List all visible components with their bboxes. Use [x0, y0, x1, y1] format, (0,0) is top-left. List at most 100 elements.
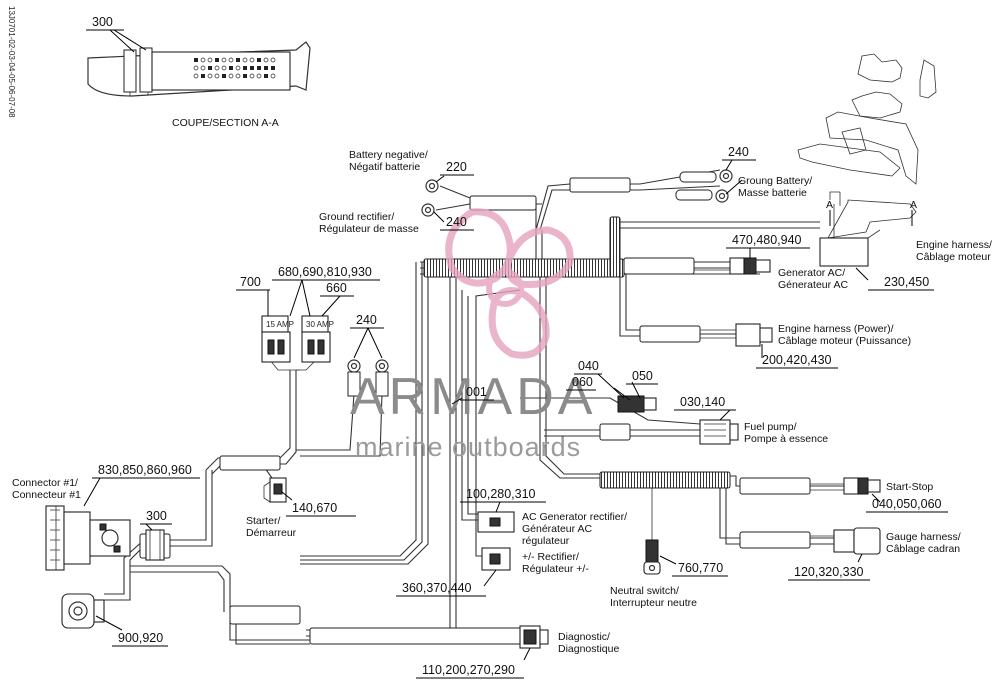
callout-030-140: 030,140 — [680, 395, 725, 409]
components: 15 AMP 30 AMP — [45, 169, 881, 649]
label-start-stop: Start-Stop — [886, 481, 933, 493]
section-marker-left: A — [826, 199, 833, 211]
connector-pin — [215, 58, 219, 62]
connector-pin — [207, 57, 213, 63]
connector-pin — [207, 73, 213, 79]
callout-001: 001 — [466, 385, 487, 399]
svg-text:+/- Rectifier/: +/- Rectifier/ — [522, 551, 579, 563]
connector-pin — [263, 57, 269, 63]
gauge-harness-connector — [810, 527, 881, 555]
svg-text:Engine harness/: Engine harness/ — [916, 239, 992, 251]
connector-pin — [250, 66, 254, 70]
callout-200-420-430: 200,420,430 — [762, 353, 832, 367]
connector-pin — [249, 73, 255, 79]
svg-text:Câblage cadran: Câblage cadran — [886, 543, 960, 555]
watermark-tagline: marine outboards — [355, 432, 581, 462]
callout-120-320-330: 120,320,330 — [794, 565, 864, 579]
connector-pin — [200, 57, 206, 63]
svg-text:Starter/: Starter/ — [246, 515, 281, 527]
label-ground-battery: Groung Battery/ Masse batterie — [738, 175, 812, 199]
svg-text:régulateur: régulateur — [522, 535, 570, 547]
callout-300-mid: 300 — [146, 509, 167, 523]
connector-pin — [264, 66, 268, 70]
callout-040: 040 — [578, 359, 599, 373]
callout-680-690-810-930: 680,690,810,930 — [278, 265, 372, 279]
callout-900-920: 900,920 — [118, 631, 163, 645]
ring-terminals-240 — [347, 359, 389, 397]
section-aa-inset: COUPE/SECTION A-A — [87, 41, 311, 129]
svg-text:Battery negative/: Battery negative/ — [349, 149, 428, 161]
connector-900-920 — [61, 593, 105, 629]
callout-240-ring: 240 — [356, 313, 377, 327]
label-connector-1: Connector #1/ Connecteur #1 — [12, 477, 81, 501]
fuel-pump-connector — [617, 395, 739, 445]
connector-pin — [243, 66, 247, 70]
callout-050: 050 — [632, 369, 653, 383]
grommet-300 — [145, 529, 165, 561]
connector-1 — [45, 505, 131, 571]
svg-text:Engine harness (Power)/: Engine harness (Power)/ — [778, 323, 894, 335]
connector-pin — [221, 65, 227, 71]
generator-ac-connector — [694, 257, 771, 275]
callout-240-ground: 240 — [446, 215, 467, 229]
neutral-switch — [643, 539, 661, 575]
connector-pin — [242, 57, 248, 63]
svg-text:AC Generator rectifier/: AC Generator rectifier/ — [522, 511, 627, 523]
callout-040-050-060: 040,050,060 — [872, 497, 942, 511]
engine-harness-power-connector — [700, 323, 773, 347]
label-rectifier: +/- Rectifier/ Régulateur +/- — [522, 551, 589, 575]
callout-360-370-440: 360,370,440 — [402, 581, 472, 595]
svg-text:Diagnostic/: Diagnostic/ — [558, 631, 610, 643]
corrugated-sleeves — [423, 216, 731, 489]
connector-pin — [214, 73, 220, 79]
label-engine-harness: Engine harness/ Câblage moteur — [916, 239, 992, 263]
section-marker-right: A — [910, 199, 917, 211]
svg-text:Start-Stop: Start-Stop — [886, 481, 933, 493]
svg-text:Câblage moteur: Câblage moteur — [916, 251, 991, 263]
ground-battery-terminal — [675, 169, 733, 203]
armada-watermark: ARMADA marine outboards — [350, 208, 596, 462]
connector-pin — [194, 58, 198, 62]
connector-pin — [200, 65, 206, 71]
svg-text:Connector #1/: Connector #1/ — [12, 477, 78, 489]
label-battery-negative: Battery negative/ Négatif batterie — [349, 149, 428, 173]
svg-text:Régulateur de masse: Régulateur de masse — [319, 223, 419, 235]
fuse-15-amp: 15 AMP — [266, 320, 294, 329]
callout-760-770: 760,770 — [678, 561, 723, 575]
leader-lines — [83, 29, 881, 661]
svg-text:Négatif batterie: Négatif batterie — [349, 161, 420, 173]
connector-pin — [236, 58, 240, 62]
label-generator-ac: Generator AC/ Génerateur AC — [778, 267, 848, 291]
callouts: 300 220 240 240 470,480,940 230,450 200,… — [86, 15, 948, 679]
connector-pin — [249, 57, 255, 63]
svg-text:Groung Battery/: Groung Battery/ — [738, 175, 812, 187]
rectifier-connector — [481, 547, 511, 571]
label-engine-harness-power: Engine harness (Power)/ Câblage moteur (… — [778, 323, 911, 347]
connector-pin — [243, 74, 247, 78]
connector-pin — [201, 74, 205, 78]
svg-text:Generator AC/: Generator AC/ — [778, 267, 845, 279]
connector-pin — [228, 73, 234, 79]
starter-connector — [263, 477, 287, 503]
svg-text:Interrupteur neutre: Interrupteur neutre — [610, 597, 697, 609]
callout-240-battery: 240 — [728, 145, 749, 159]
connector-pin — [271, 66, 275, 70]
svg-text:Diagnostique: Diagnostique — [558, 643, 619, 655]
start-stop-connector — [810, 477, 881, 495]
connector-pin — [235, 65, 241, 71]
connector-pin — [193, 73, 199, 79]
svg-text:Régulateur +/-: Régulateur +/- — [522, 563, 589, 575]
connector-pin — [256, 73, 262, 79]
side-document-code: 13J0701-02-03-04-05-06-07-08 — [7, 6, 16, 118]
callout-060: 060 — [572, 375, 593, 389]
label-starter: Starter/ Démarreur — [246, 515, 297, 539]
connector-pin — [235, 73, 241, 79]
callout-230-450: 230,450 — [884, 275, 929, 289]
connector-pin — [208, 66, 212, 70]
svg-text:Pompe à essence: Pompe à essence — [744, 433, 828, 445]
svg-text:Générateur AC: Générateur AC — [522, 523, 592, 535]
watermark-brand: ARMADA — [350, 368, 596, 426]
propeller-logo — [445, 208, 574, 359]
engine-harness-assembly: A A — [797, 53, 937, 267]
